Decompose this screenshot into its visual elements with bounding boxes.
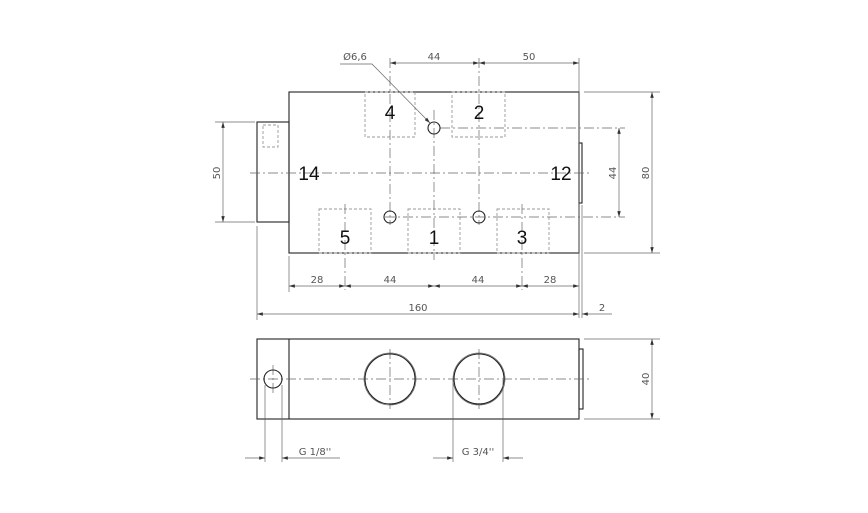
port-label-4: 4 <box>385 103 396 124</box>
dim-total-160: 160 <box>408 303 427 314</box>
thread-size-large: G 3/4'' <box>462 447 495 458</box>
port-label-12: 12 <box>550 164 571 185</box>
hole-diameter-label: Ø6,6 <box>343 51 367 63</box>
dim-left-50: 50 <box>212 167 223 180</box>
dim-bottom-28: 28 <box>311 275 324 286</box>
port-label-3: 3 <box>517 228 528 249</box>
top-view: 4 2 14 12 5 1 3 <box>212 51 660 320</box>
dimension-lines <box>215 58 660 320</box>
dim-plate-2: 2 <box>599 303 605 314</box>
pilot-port-hidden <box>262 124 279 148</box>
mounting-hole <box>427 121 441 135</box>
dim-right-80: 80 <box>641 167 652 180</box>
pilot-port-circle <box>263 369 283 389</box>
side-dimension-lines <box>245 338 660 462</box>
port-label-14: 14 <box>298 164 320 185</box>
side-view: 40 G 1/8'' G 3/4'' <box>245 338 660 462</box>
dim-right-44: 44 <box>608 167 619 180</box>
dim-height-40: 40 <box>641 373 652 386</box>
left-pilot-boss <box>256 121 290 223</box>
dim-bottom-28: 28 <box>544 275 557 286</box>
dim-top-44: 44 <box>428 52 441 63</box>
mounting-hole <box>472 210 486 224</box>
port-label-1: 1 <box>429 228 440 249</box>
dim-top-50: 50 <box>523 52 536 63</box>
port-3-hidden <box>496 208 550 254</box>
thread-size-small: G 1/8'' <box>299 447 332 458</box>
port-thread-circle <box>364 353 416 405</box>
port-label-2: 2 <box>474 103 485 124</box>
port-2-hidden <box>451 91 506 138</box>
centerlines <box>250 58 625 290</box>
port-label-5: 5 <box>340 228 351 249</box>
mounting-hole <box>383 210 397 224</box>
port-thread-circle <box>453 353 505 405</box>
dim-bottom-44: 44 <box>384 275 397 286</box>
dim-bottom-44: 44 <box>472 275 485 286</box>
